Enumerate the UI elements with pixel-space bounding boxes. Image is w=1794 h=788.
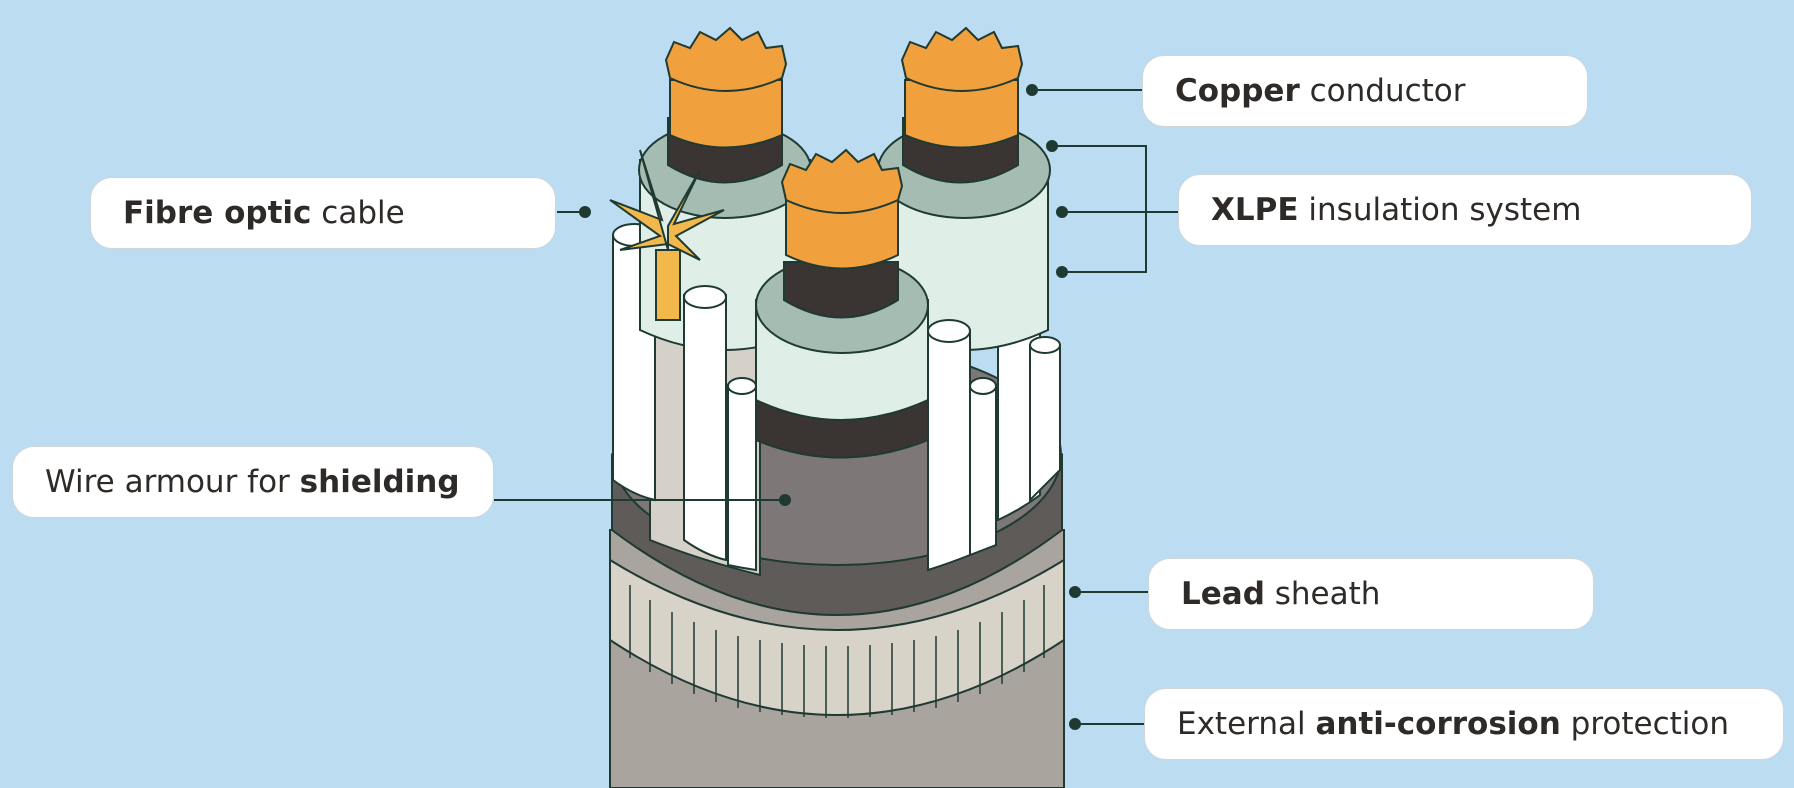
leader-lines	[494, 84, 1178, 730]
front-armour-wires	[683, 285, 997, 572]
label-xlpe-bold: XLPE	[1211, 192, 1299, 228]
label-copper-conductor: Copper conductor	[1142, 55, 1588, 127]
leader-xlpe-dot-1	[1046, 140, 1058, 152]
label-lead-sheath: Lead sheath	[1148, 558, 1594, 630]
leader-copper-dot	[1026, 84, 1038, 96]
label-fibre-rest: cable	[311, 195, 405, 231]
label-wire-armour: Wire armour for shielding	[12, 446, 494, 518]
label-anti-pre: External	[1177, 706, 1316, 742]
leader-wire-dot	[779, 494, 791, 506]
label-lead-bold: Lead	[1181, 576, 1265, 612]
leader-xlpe-bracket	[1052, 145, 1147, 273]
leader-xlpe-dot-2	[1056, 206, 1068, 218]
label-fibre-bold: Fibre optic	[123, 195, 312, 231]
label-xlpe-insulation: XLPE insulation system	[1178, 174, 1752, 246]
label-fibre-optic-cable: Fibre optic cable	[90, 177, 556, 249]
label-anti-corrosion: External anti-corrosion protection	[1144, 688, 1784, 760]
cable-illustration	[609, 26, 1065, 788]
anti-corrosion-stripes	[629, 585, 1045, 718]
label-lead-rest: sheath	[1264, 576, 1381, 612]
leader-xlpe-dot-3	[1056, 266, 1068, 278]
label-anti-rest: protection	[1560, 706, 1729, 742]
label-anti-bold: anti-corrosion	[1315, 706, 1561, 742]
label-wire-pre: Wire armour for	[45, 464, 300, 500]
label-copper-rest: conductor	[1299, 73, 1466, 109]
anti-corrosion-band	[609, 558, 1065, 716]
fibre-optic-strand	[609, 149, 725, 321]
leader-anti-dot	[1069, 718, 1081, 730]
label-wire-bold: shielding	[299, 464, 460, 500]
front-core	[755, 148, 929, 459]
label-copper-bold: Copper	[1175, 73, 1300, 109]
label-xlpe-rest: insulation system	[1298, 192, 1582, 228]
leader-lead-dot	[1069, 586, 1081, 598]
leader-fibre-dot	[579, 206, 591, 218]
